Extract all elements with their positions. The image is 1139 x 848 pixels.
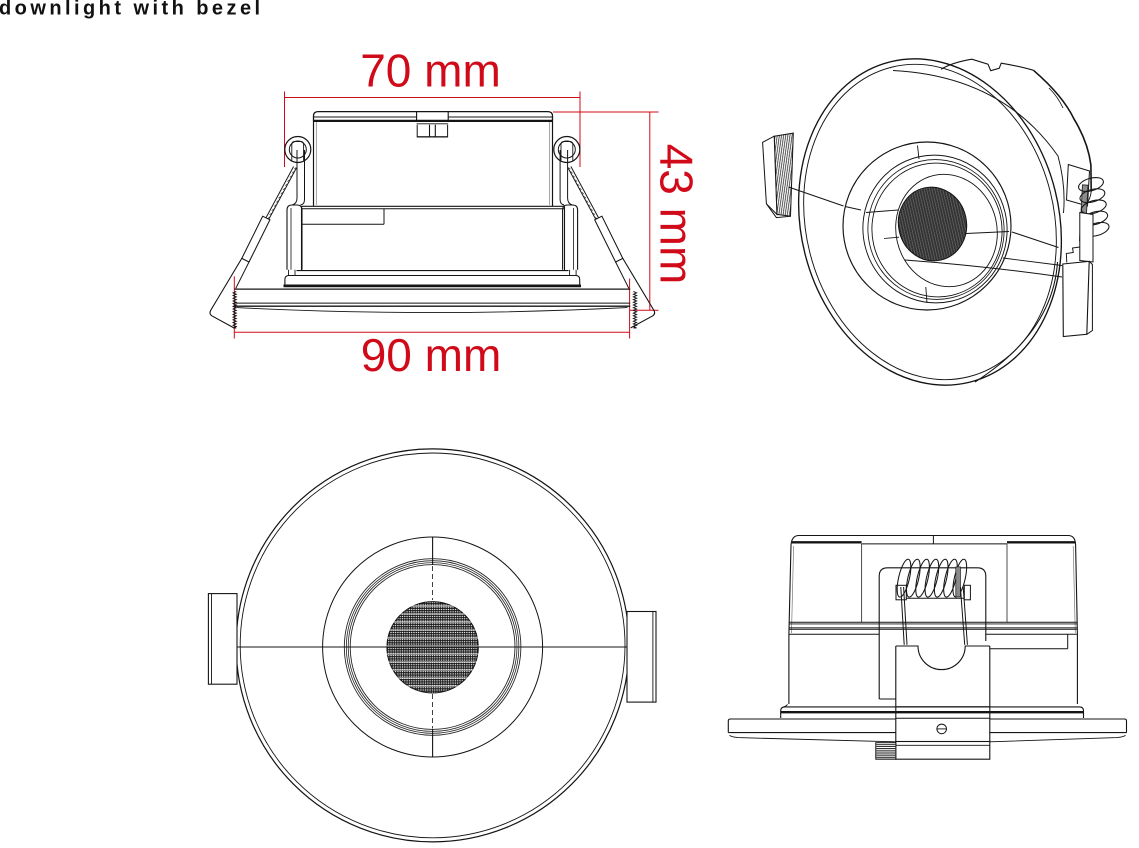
svg-text:downlight with bezel: downlight with bezel [0, 0, 264, 20]
svg-text:43 mm: 43 mm [650, 144, 702, 285]
svg-text:70 mm: 70 mm [360, 45, 501, 97]
svg-text:90 mm: 90 mm [361, 329, 502, 381]
